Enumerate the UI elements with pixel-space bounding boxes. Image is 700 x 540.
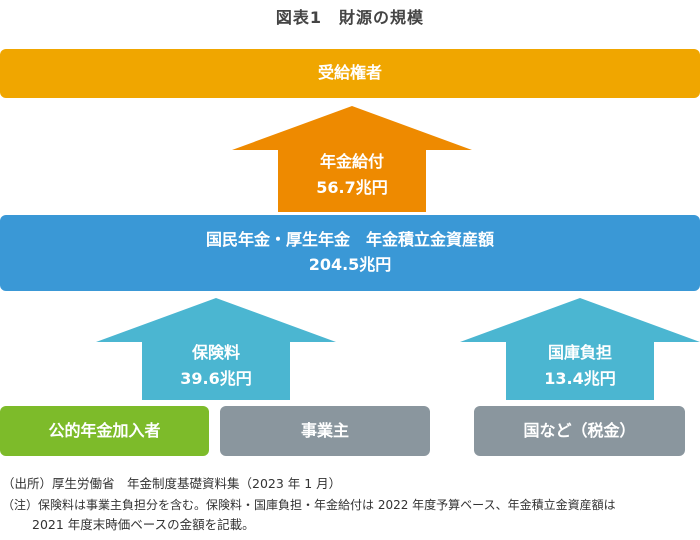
treasury-arrow-shape xyxy=(460,298,700,400)
premium-arrow xyxy=(96,298,336,400)
benefit-arrow-shape xyxy=(232,106,472,212)
subscribers-box: 公的年金加入者 xyxy=(0,406,209,456)
employers-box: 事業主 xyxy=(220,406,430,456)
tax-label: 国など（税金） xyxy=(523,420,636,440)
figure-title: 図表1 財源の規模 xyxy=(275,8,425,27)
employers-label: 事業主 xyxy=(300,420,349,440)
benefit-arrow xyxy=(232,106,472,212)
premium-arrow-shape xyxy=(96,298,336,400)
fund-value: 204.5兆円 xyxy=(308,255,392,274)
premium-arrow-text: 保険料 39.6兆円 xyxy=(142,334,290,398)
premium-label: 保険料 xyxy=(191,343,240,363)
benefit-label: 年金給付 xyxy=(319,152,384,172)
recipients-label: 受給権者 xyxy=(317,63,382,83)
treasury-label: 国庫負担 xyxy=(547,343,612,363)
tax-box: 国など（税金） xyxy=(474,406,685,456)
footnote-line-1: （注）保険料は事業主負担分を含む。保険料・国庫負担・年金給付は 2022 年度予… xyxy=(2,498,616,512)
recipients-bar: 受給権者 xyxy=(0,49,700,98)
fund-bar: 国民年金・厚生年金 年金積立金資産額 204.5兆円 xyxy=(0,215,700,291)
treasury-arrow xyxy=(460,298,700,400)
fund-label: 国民年金・厚生年金 年金積立金資産額 xyxy=(205,230,494,250)
treasury-value: 13.4兆円 xyxy=(544,369,616,388)
treasury-arrow-text: 国庫負担 13.4兆円 xyxy=(506,334,654,398)
footnote-line-2: 2021 年度末時価ベースの金額を記載。 xyxy=(32,517,255,532)
premium-value: 39.6兆円 xyxy=(180,369,252,388)
source-note: （出所）厚生労働省 年金制度基礎資料集（2023 年 1 月） xyxy=(2,476,342,491)
benefit-value: 56.7兆円 xyxy=(316,178,388,197)
benefit-arrow-text: 年金給付 56.7兆円 xyxy=(278,140,426,210)
subscribers-label: 公的年金加入者 xyxy=(48,420,161,440)
